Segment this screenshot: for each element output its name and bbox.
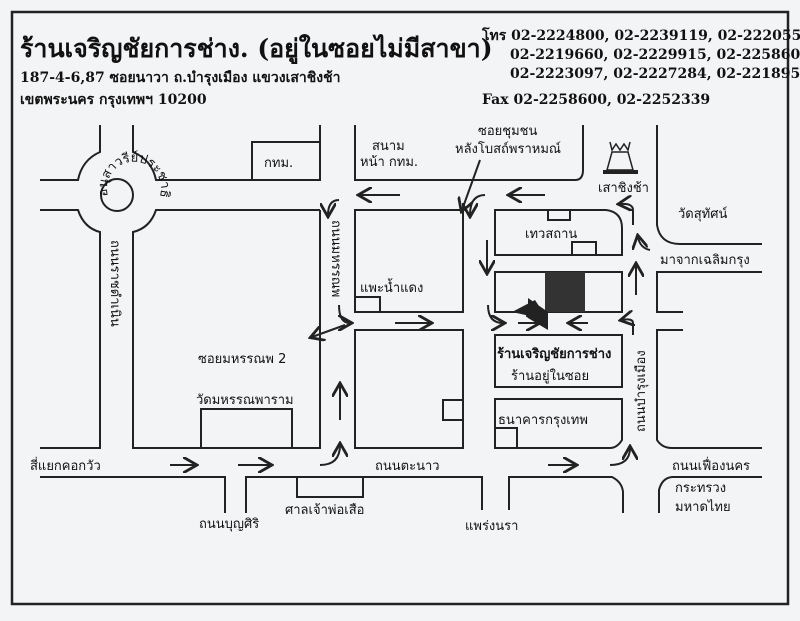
road-lines: [40, 125, 762, 513]
ministry-label-1: กระทรวง: [675, 481, 726, 496]
tiger-shrine-label: ศาลเจ้าพ่อเสือ: [285, 502, 364, 518]
fueang-nakhon-road-label: ถนนเฟื่องนคร: [672, 457, 750, 474]
phae-nam-daeng-label: แพะน้ำแดง: [360, 278, 423, 296]
phraeng-nara-label: แพร่งนรา: [465, 519, 518, 534]
bunsiri-road-label: ถนนบุญศิริ: [199, 517, 259, 532]
shop-building: [545, 272, 585, 312]
soi-community-label-1: ซอยชุมชน: [478, 124, 537, 139]
field-label-2: หน้า กทม.: [360, 155, 418, 170]
address-line-1: 187-4-6,87 ซอยนาวา ถ.บำรุงเมือง แขวงเสาช…: [20, 70, 340, 86]
shop-map-label: ร้านเจริญชัยการช่าง: [497, 346, 611, 362]
bangkok-bank-label: ธนาคารกรุงเทพ: [498, 413, 588, 428]
tanao-road-label: ถนนตะนาว: [375, 459, 440, 474]
phone-line-1: โทร 02-2224800, 02-2239119, 02-2220550: [481, 26, 800, 44]
phone-line-2: 02-2219660, 02-2229915, 02-2258602: [510, 47, 800, 63]
wat-mahannop-label: วัดมหรรณพาราม: [196, 393, 294, 408]
giant-swing-icon: [603, 141, 638, 174]
ratchadamnoen-road-label: ถนนราชดำเนิน: [107, 240, 122, 327]
roundabout-center: [100, 178, 134, 212]
shop-pointer-arrow: [512, 298, 548, 330]
ministry-label-2: มหาดไทย: [675, 499, 731, 515]
mahannop-road-label: ถนนมหรรณพ: [328, 220, 343, 297]
shop-name-title: ร้านเจริญชัยการช่าง. (อยู่ในซอยไม่มีสาขา…: [20, 33, 493, 65]
address-line-2: เขตพระนคร กรุงเทพฯ 10200: [20, 92, 207, 108]
from-charoen-krung-label: มาจากเฉลิมกรุง: [660, 253, 750, 268]
soi-mahannop-2-label: ซอยมหรรณพ 2: [198, 352, 286, 367]
wat-suthat-label: วัดสุทัศน์: [678, 206, 728, 222]
traffic-arrows: [170, 159, 651, 465]
phone-line-3: 02-2223097, 02-2227284, 02-2218952: [510, 66, 800, 82]
shop-in-soi-label: ร้านอยู่ในซอย: [511, 368, 589, 384]
bma-label: กทม.: [264, 156, 293, 171]
devasathan-label: เทวสถาน: [525, 227, 577, 242]
khok-wua-intersection-label: สี่แยกคอกวัว: [30, 457, 101, 474]
soi-community-label-2: หลังโบสถ์พราหมณ์: [455, 141, 561, 157]
giant-swing-label: เสาชิงช้า: [598, 181, 649, 196]
bamrung-mueang-road-label: ถนนบำรุงเมือง: [633, 350, 649, 432]
fax-line: Fax 02-2258600, 02-2252339: [482, 92, 710, 108]
field-label-1: สนาม: [372, 139, 405, 154]
map-border: [10, 10, 790, 606]
